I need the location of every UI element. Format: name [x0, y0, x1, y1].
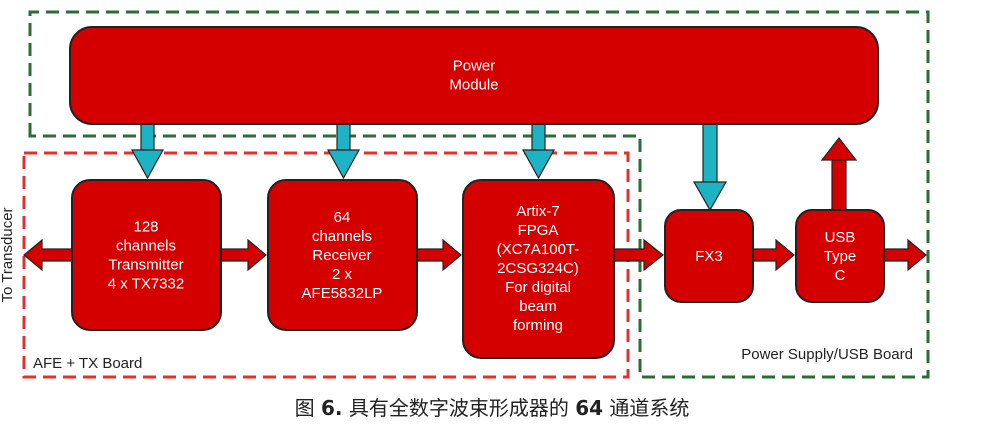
arrow-fpga-to-fx3: [613, 238, 664, 272]
block-label-line: C: [835, 267, 846, 284]
fpga-block: [462, 179, 615, 359]
fx3-label: FX3: [695, 248, 723, 265]
power-arrow-transmitter: [130, 123, 165, 180]
afe-tx-board-outline: [22, 151, 630, 379]
caption-title: 具有全数字波束形成器的: [342, 396, 576, 420]
block-label-line: (XC7A100T-: [497, 241, 580, 258]
transmitter-block: [71, 179, 222, 331]
block-label-line: Type: [824, 248, 857, 265]
block-label-line: Artix-7: [516, 203, 559, 220]
power-arrow-fpga: [521, 123, 556, 180]
block-label-line: FPGA: [518, 222, 559, 239]
receiver-block: [267, 179, 418, 331]
block-label-line: 64: [334, 209, 351, 226]
block-label-line: Module: [449, 77, 498, 94]
caption-prefix: 图: [294, 396, 321, 420]
caption-figure-number: 6.: [320, 396, 343, 420]
block-label-line: Transmitter: [108, 257, 183, 274]
usb-power-arrow: [820, 137, 858, 211]
block-label-line: 2CSG324C): [497, 260, 579, 277]
power-arrow-fx3: [692, 123, 728, 212]
arrow-fx3-to-usb: [752, 238, 795, 272]
arrow-transmitter-to-receiver: [220, 238, 267, 272]
block-label-line: USB: [825, 229, 856, 246]
power-supply-usb-board-outline: [28, 10, 930, 379]
power-arrow-receiver: [326, 123, 361, 180]
figure-caption: 图 6. 具有全数字波束形成器的 64 通道系统: [0, 392, 984, 421]
caption-channel-count: 64: [575, 396, 604, 420]
caption-suffix: 通道系统: [603, 396, 690, 420]
block-label-line: For digital: [505, 279, 571, 296]
to-transducer-label: To Transducer: [0, 207, 16, 302]
block-label-line: AFE5832LP: [302, 285, 383, 302]
arrow-usb-out: [883, 238, 927, 272]
block-label-line: channels: [312, 228, 372, 245]
block-label-line: forming: [513, 317, 563, 334]
usb-type-c-block: [795, 209, 885, 303]
fx3-block: [664, 209, 754, 303]
arrow-receiver-to-fpga: [416, 238, 462, 272]
block-label-line: Receiver: [312, 247, 371, 264]
block-label-line: FX3: [695, 248, 723, 265]
block-label-line: Power: [453, 58, 496, 75]
power-module-block: [69, 26, 879, 125]
block-label-line: 2 x: [332, 266, 353, 283]
transducer-arrow: [23, 238, 73, 272]
block-label-line: channels: [116, 238, 176, 255]
block-label-line: beam: [519, 298, 557, 315]
afe-tx-board-label: AFE + TX Board: [33, 355, 142, 372]
power-supply-usb-board-label: Power Supply/USB Board: [741, 346, 913, 363]
block-label-line: 4 x TX7332: [108, 276, 184, 293]
block-label-line: 128: [133, 219, 158, 236]
